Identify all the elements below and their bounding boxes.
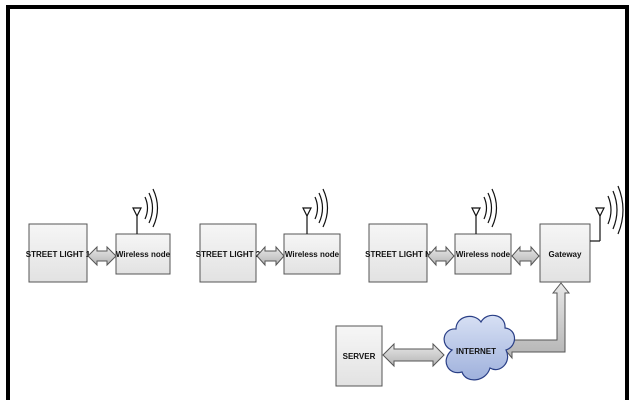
bidirectional-arrow-2	[256, 245, 285, 267]
antenna-icon	[590, 185, 624, 242]
wireless-node-n-box	[454, 233, 512, 275]
bidirectional-arrow-gateway	[511, 245, 540, 267]
antenna-icon	[302, 188, 329, 234]
wireless-node-2-label: Wireless node	[285, 250, 340, 259]
street-light-n-label: STREET LIGHT N	[365, 250, 431, 259]
street-light-2-label: STREET LIGHT 2	[196, 250, 261, 259]
antenna-icon	[132, 188, 159, 234]
wireless-node-1-box	[115, 233, 171, 275]
street-light-1-box	[28, 223, 88, 283]
bidirectional-arrow-n	[427, 245, 455, 267]
street-light-n-box	[368, 223, 428, 283]
internet-cloud	[443, 314, 516, 381]
internet-label: INTERNET	[456, 347, 496, 356]
street-light-2-box	[199, 223, 257, 283]
wireless-node-1-label: Wireless node	[116, 250, 171, 259]
gateway-internet-arrow	[501, 282, 571, 360]
wireless-node-2-box	[283, 233, 341, 275]
gateway-label: Gateway	[549, 250, 582, 259]
wireless-node-n-label: Wireless node	[456, 250, 511, 259]
antenna-icon	[471, 188, 498, 234]
server-box	[335, 325, 383, 387]
figure-frame	[6, 5, 629, 400]
street-light-1-label: STREET LIGHT 1	[26, 250, 91, 259]
bidirectional-arrow-server	[382, 342, 445, 368]
gateway-box	[539, 223, 591, 283]
server-label: SERVER	[343, 352, 376, 361]
bidirectional-arrow-1	[87, 245, 117, 267]
